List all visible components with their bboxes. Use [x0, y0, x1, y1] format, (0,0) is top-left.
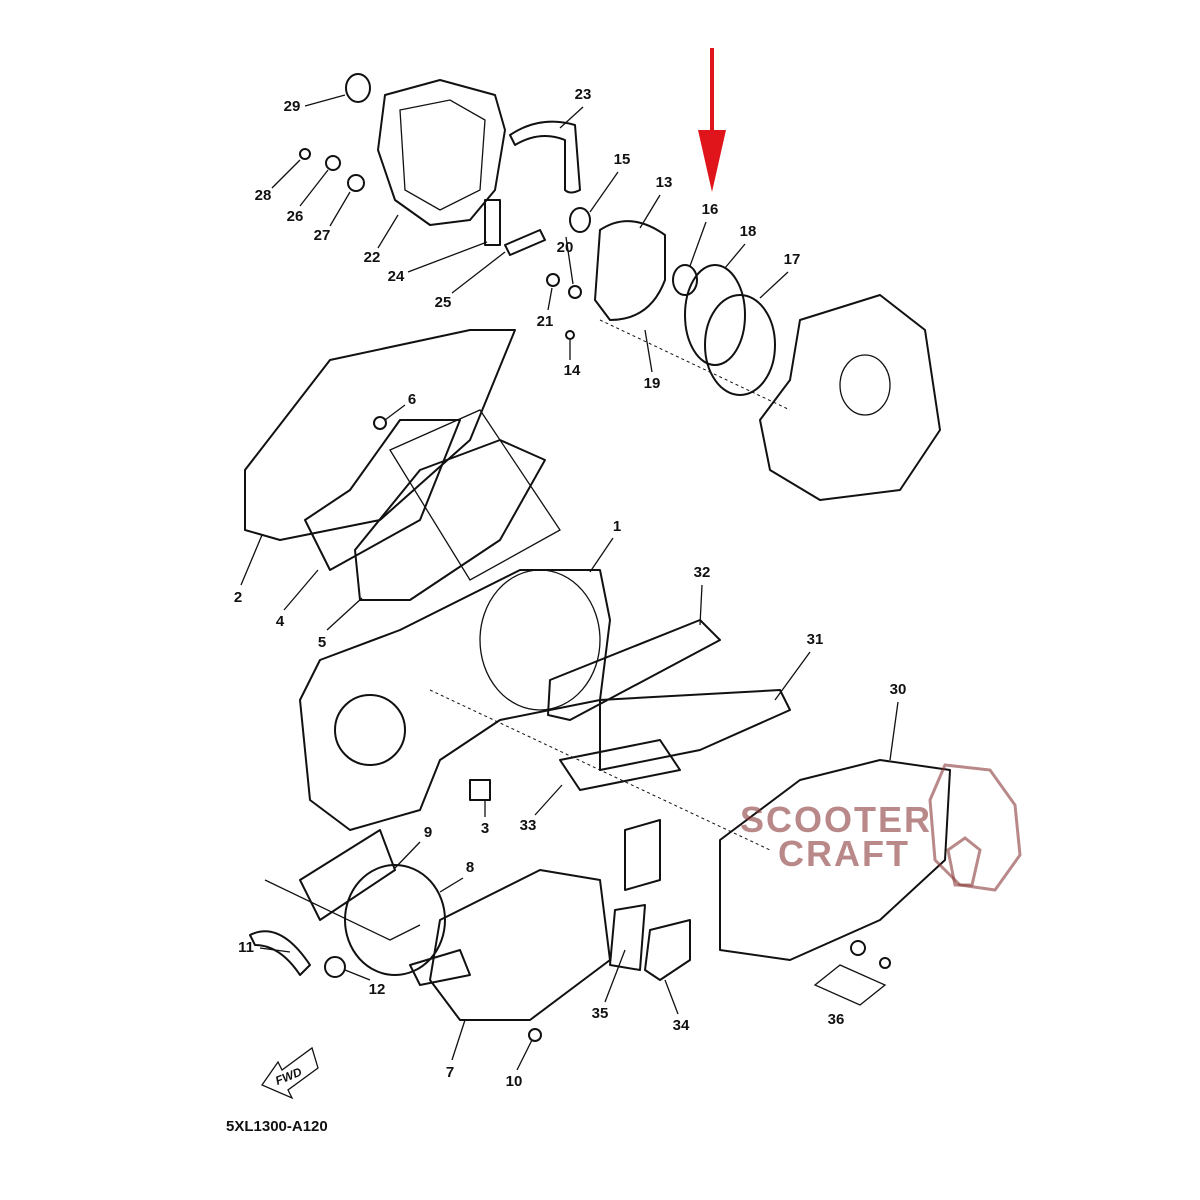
part-label: 2 [234, 589, 242, 606]
part-label: 12 [369, 981, 386, 998]
part-label: 26 [287, 208, 304, 225]
part-label: 36 [828, 1011, 845, 1028]
part-label: 4 [276, 613, 285, 630]
part-label: 14 [564, 362, 581, 379]
part-label: 34 [673, 1017, 690, 1034]
part-label: 1 [613, 518, 621, 535]
part-label: 29 [284, 98, 301, 115]
part-labels: 29 23 15 13 16 18 17 28 26 27 22 24 25 2… [234, 86, 907, 1090]
highlight-arrow-icon [698, 48, 726, 192]
part-label: 24 [388, 268, 405, 285]
part-label: 17 [784, 251, 801, 268]
part-label: 18 [740, 223, 757, 240]
part-label: 22 [364, 249, 381, 266]
part-label: 10 [506, 1073, 523, 1090]
fwd-label: FWD [273, 1065, 304, 1088]
part-label: 8 [466, 859, 474, 876]
leader-lines [240, 94, 899, 1071]
cover-30 [719, 759, 951, 1006]
part-label: 3 [481, 820, 489, 837]
watermark-line2: CRAFT [778, 833, 910, 874]
part-label: 9 [424, 824, 432, 841]
part-label: 20 [557, 239, 574, 256]
part-label: 27 [314, 227, 331, 244]
part-label: 28 [255, 187, 272, 204]
watermark-logo: SCOOTER CRAFT [740, 763, 1022, 892]
part-label: 7 [446, 1064, 454, 1081]
part-label: 32 [694, 564, 711, 581]
gaskets [244, 329, 561, 601]
part-label: 23 [575, 86, 592, 103]
crankcase-cover-left [299, 73, 581, 256]
part-label: 5 [318, 634, 326, 651]
part-label: 30 [890, 681, 907, 698]
part-label: 11 [238, 939, 254, 956]
cover-panels [547, 619, 791, 981]
crankcase-cover-main [299, 569, 771, 851]
diagram-code: 5XL1300-A120 [226, 1118, 328, 1135]
part-label-highlighted: 16 [702, 201, 719, 218]
part-label: 6 [408, 391, 416, 408]
part-label: 35 [592, 1005, 609, 1022]
fwd-arrow-icon: FWD [261, 1046, 319, 1100]
part-label: 21 [537, 313, 554, 330]
crankcase-right-parts [546, 207, 941, 501]
part-label: 13 [656, 174, 673, 191]
part-label: 25 [435, 294, 452, 311]
part-label: 33 [520, 817, 537, 834]
part-label: 31 [807, 631, 824, 648]
part-label: 19 [644, 375, 661, 392]
part-label: 15 [614, 151, 631, 168]
bottom-cover [249, 829, 611, 1042]
watermark-line1: SCOOTER [740, 799, 932, 840]
